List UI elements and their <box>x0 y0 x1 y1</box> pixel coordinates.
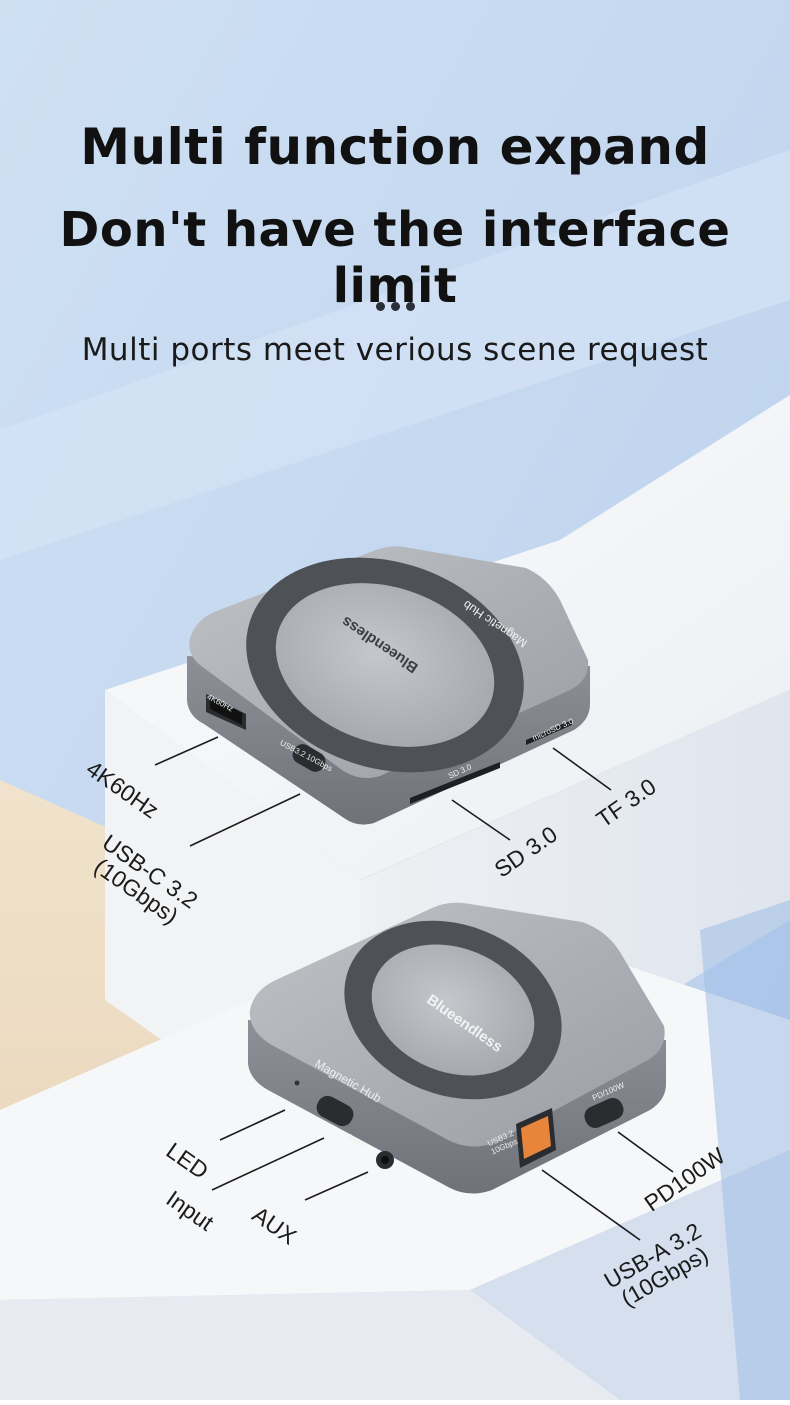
subheadline: Multi ports meet verious scene request <box>81 332 709 368</box>
callout-line-aux <box>304 1171 369 1201</box>
top-hub <box>187 546 590 825</box>
hdmi-port <box>206 694 246 730</box>
divider-dot <box>390 302 400 311</box>
callout-lines <box>154 736 674 1241</box>
headline-line-2: Don't have the interface limit <box>59 202 731 314</box>
callout-line-input <box>211 1137 325 1191</box>
callout-line-tf <box>552 747 612 791</box>
ellipsis-divider <box>0 298 790 316</box>
headline-line-1: Multi function expand <box>80 118 710 176</box>
aux-jack <box>376 1151 394 1169</box>
divider-dot <box>405 302 415 311</box>
callout-line-led <box>219 1109 286 1141</box>
bottom-hub <box>248 902 666 1194</box>
divider-dot <box>375 302 385 311</box>
callout-line-usbc <box>189 793 301 847</box>
callout-line-usba <box>541 1169 641 1241</box>
pd-port <box>584 1098 624 1128</box>
callout-line-hdmi <box>154 736 219 766</box>
microsd-slot <box>526 720 572 745</box>
callout-line-pd <box>617 1131 674 1173</box>
led-indicator <box>294 1080 300 1086</box>
callout-line-sd <box>451 799 511 841</box>
usbc-port-top <box>292 744 326 772</box>
usba-port <box>516 1108 556 1168</box>
usbc-input-port <box>316 1095 354 1127</box>
sd-slot <box>410 762 500 804</box>
